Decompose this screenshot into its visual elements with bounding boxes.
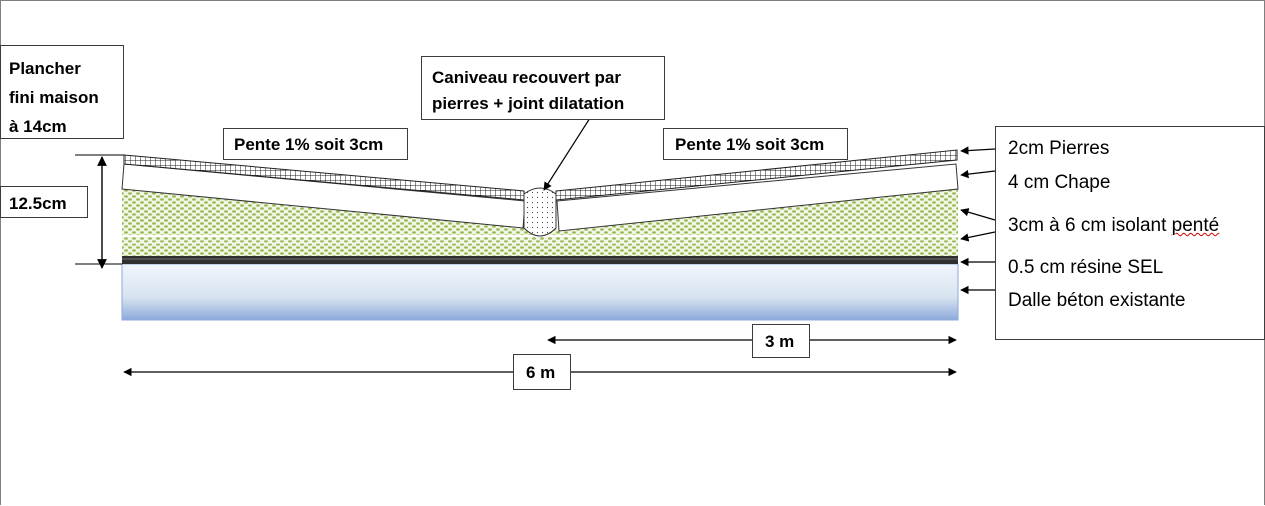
pointer-insulation-bottom — [960, 231, 996, 242]
legend-resin: 0.5 cm résine SEL — [1008, 257, 1164, 278]
legend-insulation-spellcheck-word: penté — [1171, 215, 1220, 236]
dimension-6m-box: 6 m — [513, 354, 571, 390]
slope-left-label-box: Pente 1% soit 3cm — [223, 128, 408, 160]
plancher-line-2: fini maison — [9, 88, 99, 107]
slope-left-label: Pente 1% soit 3cm — [234, 135, 384, 154]
screed-right — [556, 163, 959, 232]
gutter — [523, 187, 557, 237]
concrete-slab — [121, 263, 959, 321]
screed-left — [121, 163, 526, 229]
legend-box — [995, 126, 1265, 340]
pointer-screed — [960, 169, 996, 179]
dimension-6m-label: 6 m — [526, 363, 556, 382]
plancher-line-1: Plancher — [9, 59, 81, 78]
legend-stones: 2cm Pierres — [1008, 138, 1110, 159]
slope-right-label-box: Pente 1% soit 3cm — [663, 128, 848, 160]
dimension-3m-box: 3 m — [752, 324, 810, 358]
caniveau-line-1: Caniveau recouvert par — [432, 68, 621, 87]
plancher-label-box: Plancher fini maison à 14cm — [0, 45, 124, 139]
resin-layer — [122, 256, 958, 264]
legend-screed: 4 cm Chape — [1008, 172, 1111, 193]
legend-insulation-text: 3cm à 6 cm isolant — [1008, 215, 1172, 236]
height-label: 12.5cm — [9, 194, 67, 213]
insulation-layer — [122, 187, 958, 256]
pointer-stones — [960, 146, 996, 155]
height-label-box: 12.5cm — [0, 186, 88, 218]
slope-right-label: Pente 1% soit 3cm — [675, 135, 825, 154]
caniveau-line-2: pierres + joint dilatation — [432, 94, 625, 113]
caniveau-label-box: Caniveau recouvert par pierres + joint d… — [421, 56, 665, 120]
plancher-line-3: à 14cm — [9, 117, 67, 136]
legend-insulation: 3cm à 6 cm isolant penté — [1008, 215, 1219, 237]
legend-slab: Dalle béton existante — [1008, 290, 1186, 311]
gutter-pointer — [543, 117, 591, 191]
pointer-insulation-top — [960, 208, 996, 221]
dimension-3m-label: 3 m — [765, 332, 795, 351]
